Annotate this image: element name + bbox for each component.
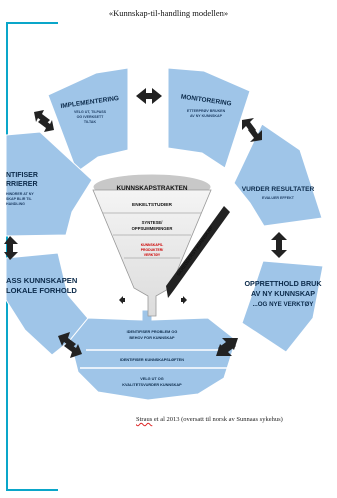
panel-vurder <box>233 123 323 227</box>
panel-bottom-base <box>69 309 237 401</box>
funnel-level3a-label: KUNNSKAPS- <box>141 243 164 247</box>
tailor-arrow <box>166 206 230 298</box>
implementering-sub2: OG IVERKSETT <box>77 115 105 119</box>
bottom-row3b: KVALITETSVURDER KUNNSKAP <box>122 383 182 387</box>
funnel-level3b-label: PRODUKTER/ <box>141 248 163 252</box>
arrow-bottom-tilpass <box>58 332 82 358</box>
top-border <box>6 22 58 24</box>
funnel-level3c-label: VERKTØY <box>144 253 161 257</box>
tilpass-line1: ASS KUNNSKAPEN <box>6 276 77 285</box>
caption-rest: et al 2013 (oversatt til norsk av Sunnaa… <box>152 416 283 423</box>
arrow-identifiser-implementering <box>34 110 54 132</box>
identifiser-sub1: HINDRER AT NY <box>6 192 34 196</box>
bottom-row1b: BEHOV FOR KUNNSKAP <box>129 336 175 340</box>
monitorering-sub1: ETTERPRØV BRUKEN <box>187 109 226 113</box>
opprettholde-line2: AV NY KUNNSKAP <box>251 289 315 298</box>
funnel-level1-label: ENKELTSTUDIER <box>132 202 172 208</box>
opprettholde-line3: ...OG NYE VERKTØY <box>253 301 315 308</box>
bottom-row3a: VELG UT OG <box>140 377 163 381</box>
implementering-sub3: TILTAK <box>84 120 97 124</box>
bottom-border <box>6 489 58 491</box>
opprettholde-line1: OPPRETTHOLD BRUK <box>244 279 322 288</box>
identifiser-line1: NTIFISER <box>6 172 38 179</box>
identifiser-line2: RRIERER <box>6 181 38 188</box>
bottom-row2: IDENTIFISER KUNNSKAPSLØFTEN <box>120 358 184 362</box>
left-border <box>6 22 8 490</box>
funnel-body <box>92 189 212 317</box>
arrow-monitorering-vurder <box>242 118 262 142</box>
tilpass-line2: LOKALE FORHOLD <box>6 286 77 295</box>
identifiser-sub2: SKAP BLIR TIL <box>6 197 32 201</box>
caption-author: Straus <box>136 416 153 423</box>
panel-identifiser <box>5 131 93 237</box>
implementering-sub1: VELG UT, TILPASS <box>74 110 107 114</box>
identifiser-sub3: HANDLING <box>6 202 25 206</box>
panel-monitorering <box>167 67 251 169</box>
arrow-tilpass-identifiser <box>4 236 18 260</box>
funnel-level2a-label: SYNTESE/ <box>142 220 164 225</box>
source-caption: Straus et al 2013 (oversatt til norsk av… <box>136 416 283 423</box>
arrow-implementering-monitorering <box>136 88 162 104</box>
arrow-vurder-opprettholde <box>271 232 287 258</box>
funnel-level2b-label: OPPSUMMERINGER <box>132 226 173 231</box>
vurder-heading: VURDER RESULTATER <box>242 186 315 193</box>
funnel-top-label: KUNNSKAPSTRAKTEN <box>116 185 187 192</box>
bottom-row1a: IDENTIFISER PROBLEM OG <box>127 330 178 334</box>
diagram-title: «Kunnskap-til-handling modellen» <box>108 8 229 18</box>
small-arrows-funnel <box>119 296 187 304</box>
panel-opprettholde <box>241 260 324 353</box>
arrow-opprettholde-bottom <box>216 338 238 356</box>
vurder-sub1: EVALUER EFFEKT <box>262 196 295 200</box>
monitorering-sub2: AV NY KUNNSKAP <box>190 114 223 118</box>
